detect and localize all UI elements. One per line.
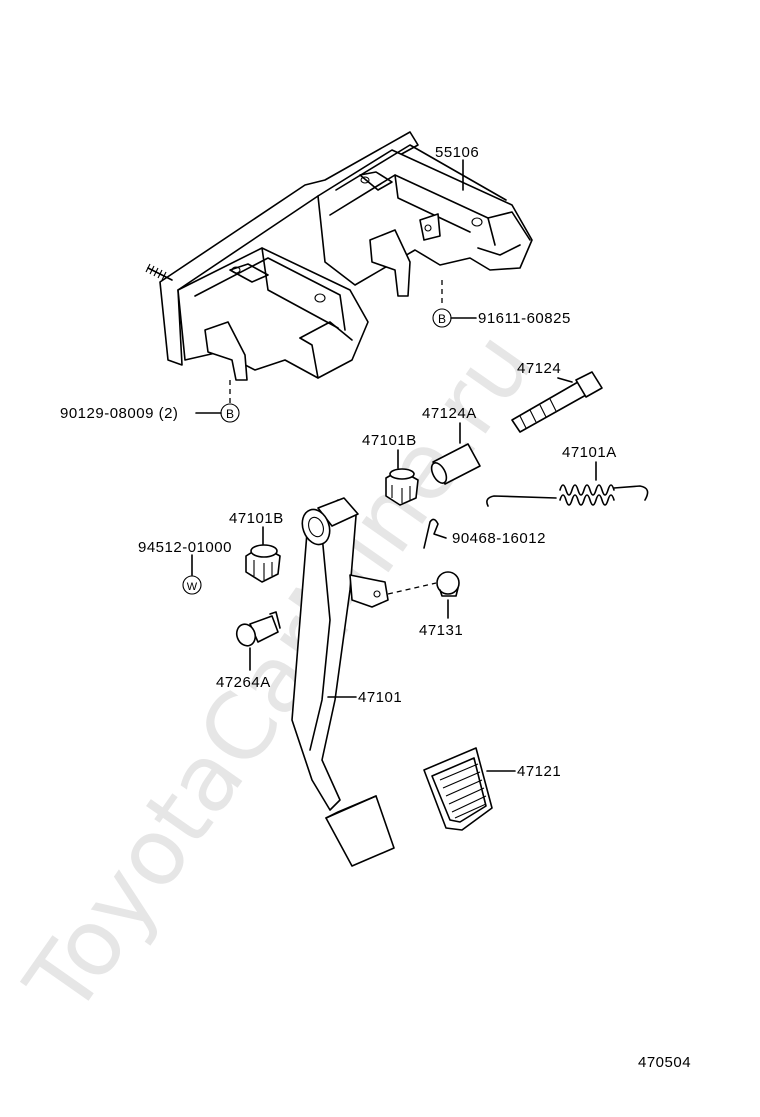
stud-nut-mark: B (432, 308, 452, 328)
pedal-bracket (145, 131, 533, 381)
pedal-pad (423, 747, 493, 831)
label-clip: 90468-16012 (452, 530, 546, 547)
svg-text:B: B (438, 312, 446, 326)
svg-text:B: B (226, 407, 234, 421)
washer-mark: W (182, 575, 202, 595)
label-bushing-right: 47101B (362, 432, 417, 449)
label-pedal-arm: 47101 (358, 689, 402, 706)
svg-text:W: W (187, 581, 198, 593)
label-collar: 47124A (422, 405, 477, 422)
label-stopper: 47131 (419, 622, 463, 639)
label-bracket-bolt: 90129-08009 (2) (60, 405, 178, 422)
label-stud-nut: 91611-60825 (478, 310, 571, 327)
label-bushing-left: 47101B (229, 510, 284, 527)
collar (430, 443, 481, 485)
pin (235, 611, 281, 647)
label-bracket: 55106 (435, 144, 479, 161)
diagram-id: 470504 (638, 1054, 691, 1071)
return-spring (486, 484, 649, 507)
bracket-bolt-mark: B (220, 403, 240, 423)
pedal-arm (291, 497, 395, 867)
bushing-left (245, 544, 281, 583)
clip (423, 518, 447, 549)
label-pin: 47264A (216, 674, 271, 691)
label-washer: 94512-01000 (138, 539, 232, 556)
label-pivot-bolt: 47124 (517, 360, 561, 377)
pivot-bolt (511, 371, 603, 433)
label-return-spring: 47101A (562, 444, 617, 461)
label-pedal-pad: 47121 (517, 763, 561, 780)
bushing-right (385, 468, 419, 506)
stopper (436, 571, 460, 597)
